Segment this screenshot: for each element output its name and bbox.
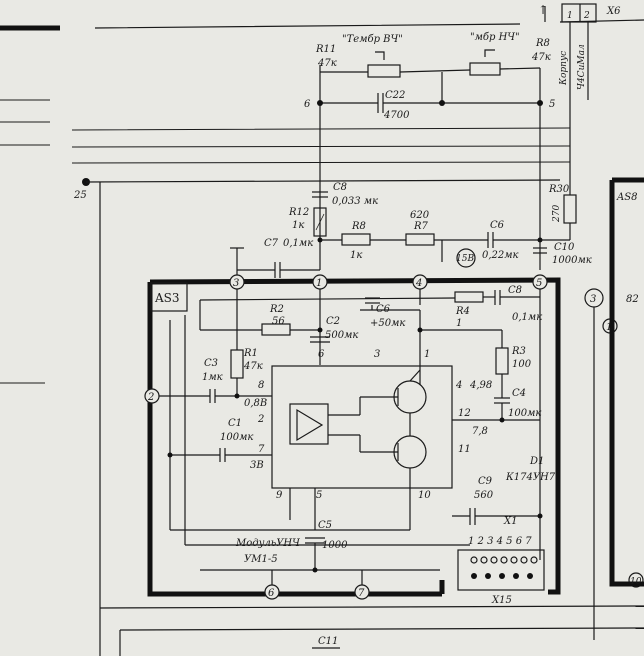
x1-label: X1 xyxy=(503,516,517,527)
c8b-label: C8 xyxy=(508,285,522,296)
node-6-label: 6 xyxy=(304,99,311,110)
x6-pin1: 1 xyxy=(567,11,573,21)
r30-label: R30 xyxy=(548,184,570,195)
pin-8-label: 8 xyxy=(258,380,264,391)
c1-label: C1 xyxy=(228,418,242,429)
d1-value: К174УН7 xyxy=(505,472,556,483)
c6-top-value: 0,22мк xyxy=(482,250,519,261)
c6-value: +50мк xyxy=(370,318,405,329)
node-1-right-label: 1 xyxy=(606,322,612,333)
r8-value: 1к xyxy=(350,250,362,261)
c5-label: C5 xyxy=(318,520,332,531)
node-10-label: 10 xyxy=(630,577,642,587)
x6-pin2: 2 xyxy=(583,11,590,21)
r7-value: 620 xyxy=(410,210,430,221)
r8-top-value: 47к xyxy=(531,52,551,63)
volt-78-label: 7,8 xyxy=(472,426,488,437)
node-1-label: 1 xyxy=(316,278,322,289)
c8b-value: 0,1мк xyxy=(512,312,542,323)
c22-label: C22 xyxy=(385,90,405,101)
node-15b-label: 15В xyxy=(456,254,474,264)
pin-4-label: 4 xyxy=(455,380,462,391)
c3-value: 1мк xyxy=(202,372,223,383)
pin-6-label: 6 xyxy=(318,349,325,360)
c9-value: 560 xyxy=(474,490,494,501)
r2-value: 56 xyxy=(272,316,285,327)
tembr-nch-label: "мбр НЧ" xyxy=(470,32,520,43)
as8-label: AS8 xyxy=(616,192,637,203)
c11-label: C11 xyxy=(318,636,338,647)
node-2-label: 2 xyxy=(147,392,154,403)
r12-label: R12 xyxy=(288,207,309,218)
node-25-label: 25 xyxy=(73,190,87,201)
pin-1-label: 1 xyxy=(424,349,430,360)
r30-value: 270 xyxy=(552,205,562,223)
korpus-label: Корпус xyxy=(559,51,569,86)
volt-08-label: 0,8В xyxy=(244,398,267,409)
c5-value: 1000 xyxy=(322,540,348,551)
r2-label: R2 xyxy=(269,304,284,315)
x15-label: Х15 xyxy=(491,595,512,606)
pin-7-label: 7 xyxy=(258,444,265,455)
node-5b-label: 5 xyxy=(536,278,542,289)
volt-498-label: 4,98 xyxy=(469,380,492,391)
c10-label: C10 xyxy=(554,242,575,253)
tembr-vch-label: "Тембр ВЧ" xyxy=(342,34,403,45)
c3-label: C3 xyxy=(204,358,218,369)
module-type-label: УМ1-5 xyxy=(244,554,278,565)
as3-label: AS3 xyxy=(154,291,180,305)
c22-value: 4700 xyxy=(383,110,410,121)
pin-3-label: 3 xyxy=(374,349,380,360)
r8-label: R8 xyxy=(351,221,366,232)
r3-label: R3 xyxy=(511,346,526,357)
node-3-label: 3 xyxy=(233,278,239,289)
d1-label: D1 xyxy=(529,456,544,467)
pin-12-label: 12 xyxy=(458,408,471,419)
node-5-label: 5 xyxy=(549,99,555,110)
c9-label: C9 xyxy=(478,476,493,487)
c6-top-label: C6 xyxy=(490,220,505,231)
r12-value: 1к xyxy=(292,220,304,231)
r4-label: R4 xyxy=(455,306,470,317)
r8-top-label: R8 xyxy=(535,38,550,49)
c4-value: 100мк xyxy=(508,408,541,419)
c7-label: C7 xyxy=(264,238,279,249)
pin-5-label: 5 xyxy=(316,490,322,501)
r11-value: 47к xyxy=(317,58,337,69)
r7-label: R7 xyxy=(413,221,429,232)
pin-11-label: 11 xyxy=(458,444,471,455)
node-1b-label: 1 xyxy=(456,318,462,329)
node-7-label: 7 xyxy=(358,588,365,599)
node-4-label: 4 xyxy=(415,278,422,289)
c8-label: C8 xyxy=(333,182,347,193)
arrow-up-icon: ↑ xyxy=(538,3,548,17)
x15-pins xyxy=(470,556,538,579)
x6-label: X6 xyxy=(606,6,621,17)
pin-10-label: 10 xyxy=(418,490,431,501)
node-3c-label: 3 xyxy=(590,294,596,305)
c2-value: 500мк xyxy=(325,330,358,341)
r11-label: R11 xyxy=(315,44,336,55)
volt-3b-label: 3В xyxy=(250,460,264,471)
c10-value: 1000мк xyxy=(552,255,592,266)
pin-2-label: 2 xyxy=(257,414,264,425)
c4-label: C4 xyxy=(512,388,526,399)
c1-value: 100мк xyxy=(220,432,253,443)
r1-value: 47к xyxy=(243,361,263,372)
c6-label: C6 xyxy=(376,304,391,315)
node-6b-label: 6 xyxy=(268,588,275,599)
c7-value: 0,1мк xyxy=(283,238,313,249)
r3-value: 100 xyxy=(512,359,532,370)
ushchnal-label: Ч4СиМал xyxy=(577,44,587,90)
r1-label: R1 xyxy=(243,348,258,359)
module-label: МодульУНЧ xyxy=(235,538,300,549)
c2-label: C2 xyxy=(326,316,340,327)
node-82-label: 82 xyxy=(626,294,639,305)
x1-pins-label: 1 2 3 4 5 6 7 xyxy=(468,536,532,547)
pin-9-label: 9 xyxy=(276,490,283,501)
c8-value: 0,033 мк xyxy=(332,196,378,207)
